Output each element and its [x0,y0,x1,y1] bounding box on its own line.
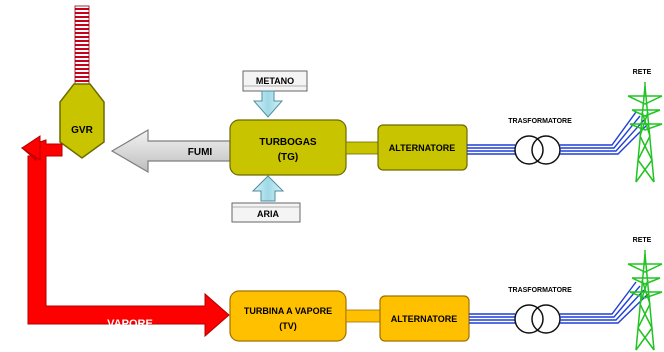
turbina-vapore-box [229,290,347,342]
fumi-arrow [110,128,231,174]
aria-label: ARIA [257,209,279,219]
pylon-bottom-icon [627,250,663,351]
bottom-lines-to-tower [560,281,649,324]
turbogas-shaft [345,141,379,155]
pylon-top-icon [627,82,663,183]
metano-arrow [252,90,284,118]
vapore-arrow [21,139,230,338]
turbogas-label-line1: TURBOGAS [259,137,317,148]
rete-bottom-label: RETE [633,237,652,244]
transformer-top-coil-right [531,135,561,165]
turbina-label-line1: TURBINA A VAPORE [244,306,332,316]
bottom-lines-to-transformer [469,313,515,324]
rete-top-label: RETE [633,69,652,76]
gvr-label: GVR [71,125,93,136]
vapore-label: VAPORE [107,318,153,330]
transformer-top-coil-left [514,135,544,165]
turbina-shaft [345,309,381,323]
aria-box [231,202,301,223]
transformer-bottom-coil-right [531,304,561,334]
trasformatore-bottom-label: TRASFORMATORE [508,287,572,294]
fumi-label: FUMI [188,147,213,158]
turbogas-label-line2: (TG) [278,152,299,163]
alternatore-top-label: ALTERNATORE [389,143,456,153]
chimney-stack [74,5,90,85]
alternatore-bottom-box [379,295,470,342]
vapore-arrow-head-left [21,135,41,161]
transformer-bottom-coil-left [514,304,544,334]
top-lines-to-tower [560,111,649,155]
aria-arrow [251,175,285,202]
gvr-boiler [59,83,105,159]
metano-label: METANO [256,76,294,86]
turbina-label-line2: (TV) [279,321,297,331]
trasformatore-top-label: TRASFORMATORE [508,118,572,125]
top-lines-to-transformer [467,144,515,155]
alternatore-bottom-label: ALTERNATORE [391,314,458,324]
